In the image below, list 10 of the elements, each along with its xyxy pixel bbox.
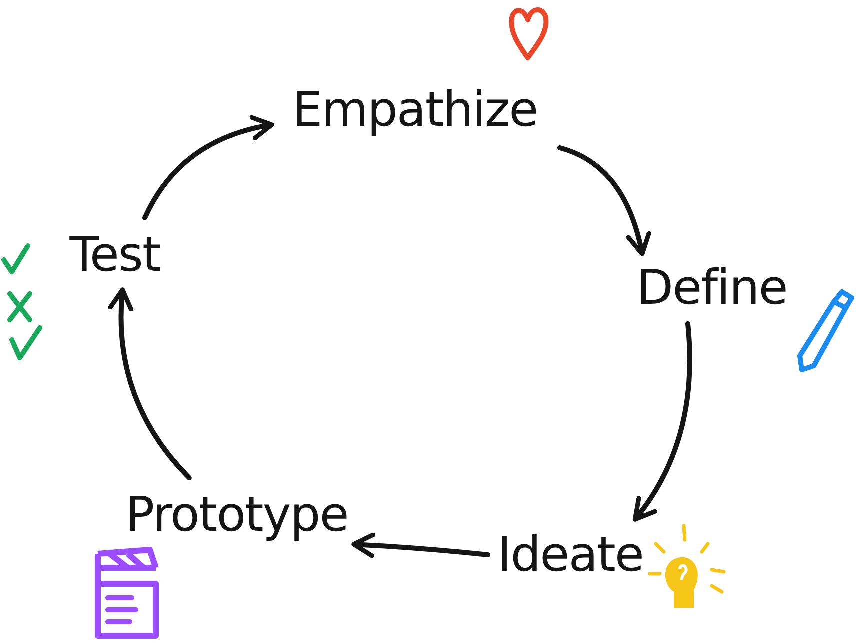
stage-label: Define <box>636 260 788 316</box>
curved-arrow <box>632 322 692 522</box>
stage-label: Ideate <box>498 527 644 583</box>
curved-arrow <box>142 116 274 220</box>
curved-arrow <box>558 146 651 256</box>
stage-label: Empathize <box>292 82 538 138</box>
stage-label: Test <box>70 227 160 283</box>
curved-arrow <box>108 288 192 480</box>
curved-arrow <box>352 532 490 558</box>
stage-label: Prototype <box>126 487 348 543</box>
